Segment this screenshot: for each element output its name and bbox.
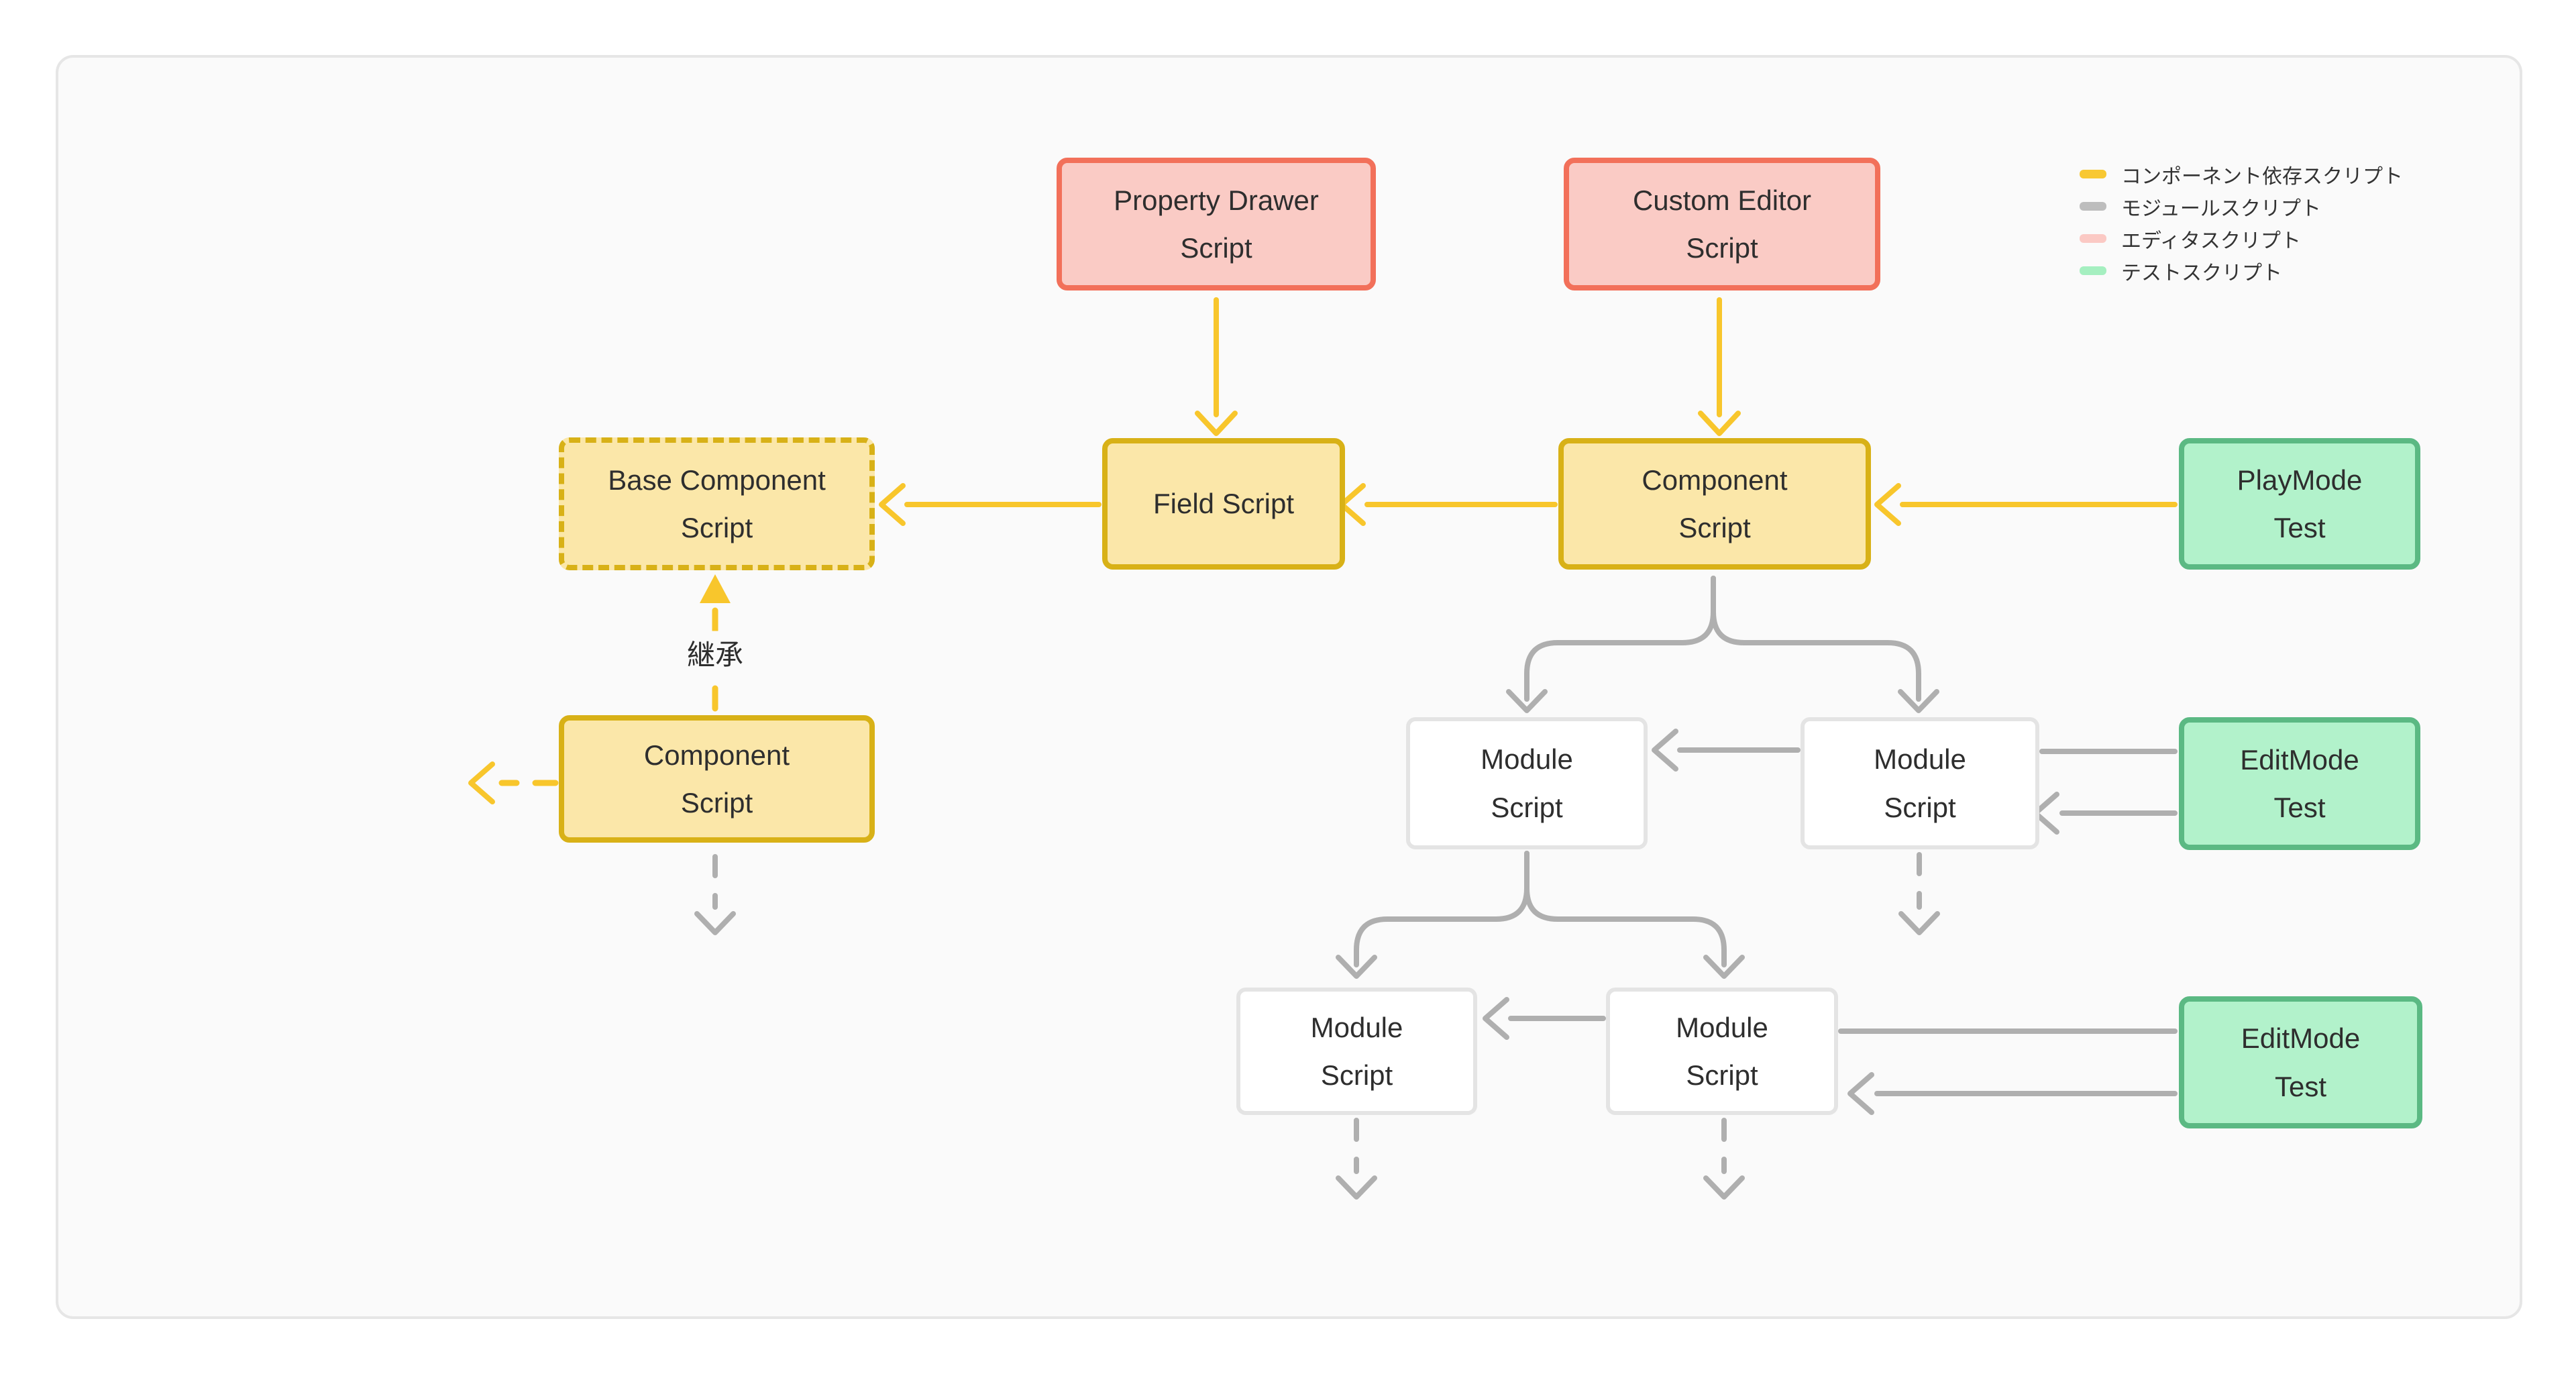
edge-component-to-module-a-arrow: [1506, 576, 1716, 713]
edge-component-sub-left-arrowhead: [468, 761, 495, 804]
legend: コンポーネント依存スクリプト モジュールスクリプト エディタスクリプト テストス…: [2080, 164, 2403, 284]
legend-item-editor: エディタスクリプト: [2080, 228, 2403, 252]
edge-module-c-down-arrowhead: [1336, 1175, 1377, 1200]
node-label: Component Script: [643, 739, 790, 818]
node-custom-editor-script: Custom Editor Script: [1564, 158, 1880, 290]
module-edges-dashed: [712, 852, 1922, 1174]
legend-item-module: モジュールスクリプト: [2080, 196, 2403, 220]
node-label: PlayMode Test: [2237, 464, 2363, 543]
node-label: Module Script: [1310, 1011, 1403, 1091]
edge-label-inheritance: 継承: [677, 631, 753, 675]
node-component-script: Component Script: [1558, 438, 1871, 570]
node-label: EditMode Test: [2240, 743, 2359, 823]
node-label: Base Component Script: [608, 464, 826, 543]
edge-module-d-down-arrowhead: [1703, 1175, 1745, 1200]
edge-module-a-to-module-d-arrow: [1524, 851, 1745, 979]
legend-label: モジュールスクリプト: [2121, 197, 2321, 220]
node-component-script-sub: Component Script: [559, 715, 875, 843]
edge-module-a-to-module-c-arrow: [1336, 851, 1529, 979]
node-label: Module Script: [1676, 1011, 1768, 1091]
node-property-drawer-script: Property Drawer Script: [1057, 158, 1376, 290]
node-label: Custom Editor Script: [1632, 184, 1812, 264]
node-module-script-c: Module Script: [1236, 988, 1477, 1115]
legend-item-dependency: コンポーネント依存スクリプト: [2080, 164, 2403, 188]
node-playmode-test: PlayMode Test: [2179, 438, 2420, 570]
legend-label: テストスクリプト: [2121, 262, 2282, 284]
legend-item-test: テストスクリプト: [2080, 260, 2403, 284]
node-base-component-script: Base Component Script: [559, 437, 875, 570]
node-label: Field Script: [1152, 488, 1295, 520]
node-label: Module Script: [1481, 743, 1573, 823]
node-module-script-d: Module Script: [1606, 988, 1838, 1115]
edge-component-to-field-arrow: [1339, 483, 1558, 526]
edge-module-b-down-arrowhead: [1898, 911, 1940, 935]
inheritance-arrowhead: [700, 574, 731, 603]
node-label: Component Script: [1642, 464, 1788, 543]
legend-swatch-test: [2080, 266, 2106, 275]
edge-custom-editor-to-component-arrow: [1698, 297, 1741, 436]
edge-editmode2-to-module-d-bottom-arrow: [1847, 1072, 2178, 1115]
node-label: EditMode Test: [2241, 1022, 2361, 1102]
node-module-script-b: Module Script: [1801, 717, 2039, 849]
edge-module-b-to-module-a-arrow: [1652, 729, 1801, 772]
legend-label: コンポーネント依存スクリプト: [2121, 165, 2403, 188]
edge-field-to-base-component-arrow: [879, 483, 1102, 526]
edge-module-d-to-module-c-arrow: [1483, 997, 1606, 1040]
legend-swatch-dependency: [2080, 170, 2106, 178]
edge-property-drawer-to-field-arrow: [1195, 297, 1238, 436]
node-label: Module Script: [1874, 743, 1966, 823]
node-field-script: Field Script: [1102, 438, 1345, 570]
node-module-script-a: Module Script: [1406, 717, 1648, 849]
dependency-edges: [468, 297, 2178, 804]
module-edges: [694, 576, 2178, 1200]
edge-playmode-test-to-component-arrow: [1874, 483, 2178, 526]
edge-component-sub-down-arrowhead: [694, 911, 736, 935]
legend-swatch-editor: [2080, 234, 2106, 243]
legend-swatch-module: [2080, 202, 2106, 211]
edge-component-to-module-b-arrow: [1711, 576, 1939, 713]
node-label: Property Drawer Script: [1114, 184, 1319, 264]
edge-editmode1-to-module-b-bottom-arrow: [2033, 792, 2178, 835]
node-editmode-test-1: EditMode Test: [2179, 717, 2420, 850]
legend-label: エディタスクリプト: [2121, 229, 2301, 252]
node-editmode-test-2: EditMode Test: [2179, 996, 2422, 1128]
